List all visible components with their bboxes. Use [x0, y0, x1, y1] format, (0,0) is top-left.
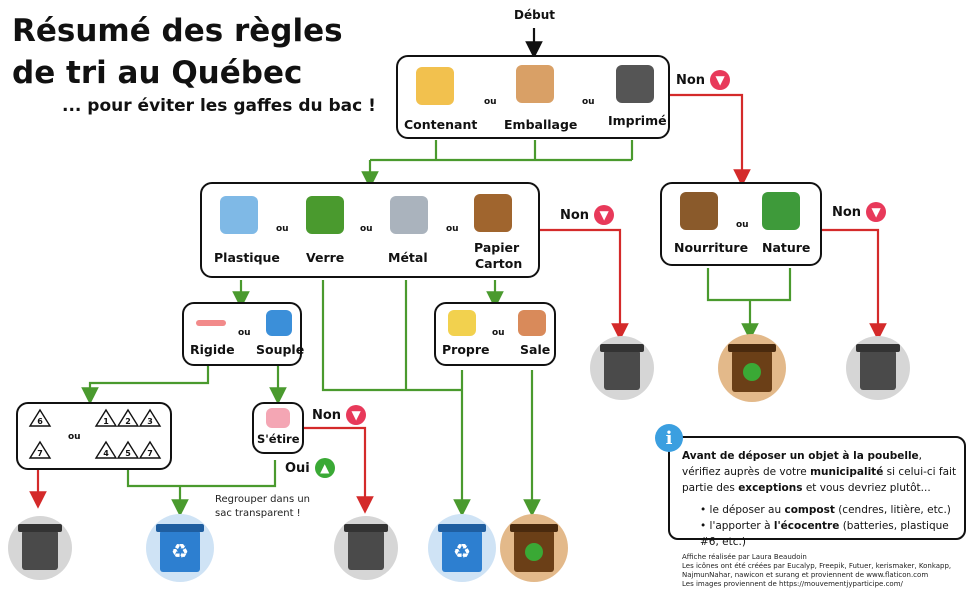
answer-no: Non▼ — [312, 405, 367, 425]
tree-icon — [762, 192, 800, 230]
label-verre: Verre — [306, 250, 345, 265]
paper-state-box: ou Propre Sale — [434, 302, 556, 366]
trash-bin-icon — [334, 516, 398, 580]
code-4: 4 — [103, 449, 109, 458]
rigid-plastic-icon — [196, 320, 226, 326]
organic-box: ou Nourriture Nature — [660, 182, 822, 266]
code-3: 3 — [147, 417, 153, 426]
compost-bin-icon — [500, 514, 568, 582]
label-emballage: Emballage — [504, 117, 578, 132]
info-text: Avant de déposer un objet à la poubelle — [682, 450, 919, 462]
glass-bottle-icon — [306, 196, 344, 234]
answer-no: Non▼ — [676, 70, 731, 90]
answer-no: Non▼ — [560, 205, 615, 225]
stretch-bag-icon — [266, 408, 290, 428]
label-rigide: Rigide — [190, 342, 235, 357]
thumbs-up-icon: ▲ — [314, 458, 335, 478]
label-propre: Propre — [442, 342, 490, 357]
trash-bin-icon — [846, 336, 910, 400]
recycling-codes-box: 6 7 1 2 3 4 5 7 ou — [16, 402, 172, 470]
info-box: Avant de déposer un objet à la poubelle,… — [668, 436, 966, 548]
svg-text:♻: ♻ — [453, 539, 471, 563]
label-papier: Papier — [474, 240, 520, 255]
label-setire: S'étire — [257, 432, 300, 446]
stain-icon — [518, 310, 546, 336]
plastic-bottle-icon — [220, 196, 258, 234]
label-nourriture: Nourriture — [674, 240, 749, 255]
package-icon — [516, 65, 554, 103]
code-6: 6 — [37, 417, 43, 426]
thumbs-down-icon: ▼ — [346, 405, 367, 425]
label-carton: Carton — [475, 256, 523, 271]
label-nature: Nature — [762, 240, 811, 255]
recycling-bin-icon: ♻ — [428, 514, 496, 582]
or-label: ou — [238, 328, 251, 338]
stretch-box: S'étire — [252, 402, 304, 454]
or-label: ou — [582, 97, 595, 107]
title-line-1: Résumé des règles — [12, 13, 343, 49]
info-bullet: • l'apporter à l'écocentre (batteries, p… — [700, 520, 949, 548]
label-plastique: Plastique — [214, 250, 280, 265]
or-label: ou — [492, 328, 505, 338]
or-label: ou — [484, 97, 497, 107]
or-label: ou — [446, 224, 459, 234]
title-line-2: de tri au Québec — [12, 55, 303, 91]
answer-yes: Oui▲ — [285, 458, 335, 478]
info-bullet: • le déposer au compost (cendres, litièr… — [700, 504, 951, 516]
subtitle: ... pour éviter les gaffes du bac ! — [62, 96, 376, 116]
printer-icon — [616, 65, 654, 103]
thumbs-down-icon: ▼ — [594, 205, 615, 225]
recycling-bin-icon: ♻ — [146, 514, 214, 582]
start-label: Début — [514, 8, 555, 22]
code-7: 7 — [37, 449, 43, 458]
plastic-type-box: ou Rigide Souple — [182, 302, 305, 366]
item-type-box: ou ou Contenant Emballage Imprimé — [396, 55, 670, 139]
label-contenant: Contenant — [404, 117, 478, 132]
thumbs-down-icon: ▼ — [710, 70, 731, 90]
or-label: ou — [360, 224, 373, 234]
jar-icon — [416, 67, 454, 105]
recycle-code-symbols: 6 7 1 2 3 4 5 7 — [28, 408, 162, 459]
code-5: 5 — [125, 449, 131, 458]
flexible-plastic-icon — [266, 310, 292, 336]
or-label: ou — [736, 220, 749, 230]
sparkle-icon — [448, 310, 476, 336]
or-label: ou — [68, 432, 81, 442]
cardboard-box-icon — [474, 194, 512, 232]
page-title: Résumé des règles de tri au Québec — [12, 10, 343, 94]
credits: Affiche réalisée par Laura Beaudoin Les … — [682, 553, 952, 588]
material-box: ou ou ou Plastique Verre Métal Papier Ca… — [200, 182, 540, 278]
label-metal: Métal — [388, 250, 428, 265]
thumbs-down-icon: ▼ — [866, 202, 887, 222]
compost-bin-icon — [718, 334, 786, 402]
label-imprime: Imprimé — [608, 113, 667, 128]
metal-can-icon — [390, 196, 428, 234]
info-icon: i — [655, 424, 683, 452]
bag-note: Regrouper dans un sac transparent ! — [215, 494, 311, 519]
label-sale: Sale — [520, 342, 551, 357]
trash-bin-icon — [8, 516, 72, 580]
svg-text:♻: ♻ — [171, 539, 189, 563]
trash-bin-icon — [590, 336, 654, 400]
code-1: 1 — [103, 417, 109, 426]
food-waste-icon — [680, 192, 718, 230]
code-7b: 7 — [147, 449, 153, 458]
label-souple: Souple — [256, 342, 305, 357]
code-2: 2 — [125, 417, 131, 426]
or-label: ou — [276, 224, 289, 234]
answer-no: Non▼ — [832, 202, 887, 222]
